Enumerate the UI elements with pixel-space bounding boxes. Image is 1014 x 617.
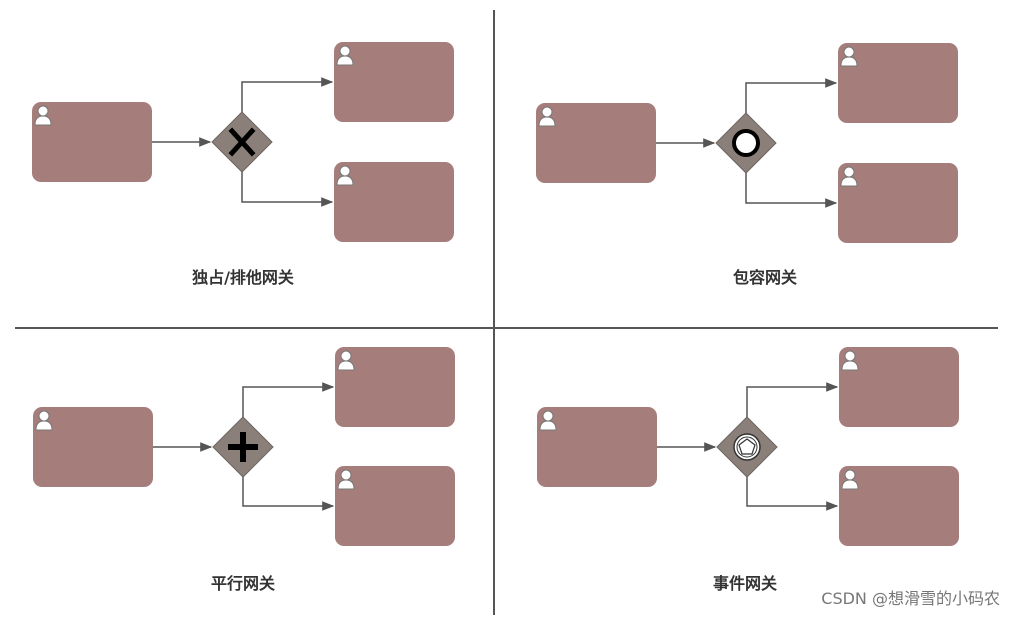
parallel-gateway-label: 平行网关 <box>210 574 276 593</box>
source-task[interactable] <box>537 407 657 487</box>
source-task[interactable] <box>33 407 153 487</box>
connector-arrow <box>241 172 334 207</box>
connector-arrow <box>745 173 838 208</box>
connector-arrow <box>242 477 335 511</box>
connector-arrow <box>242 382 335 417</box>
connector-arrow <box>745 78 838 113</box>
source-task[interactable] <box>536 103 656 183</box>
quadrant-exclusive-gateway <box>32 42 454 242</box>
connector-arrow <box>746 477 839 511</box>
target-task[interactable] <box>334 162 454 242</box>
connector-arrow <box>241 77 334 112</box>
inclusive-gateway-label: 包容网关 <box>732 268 798 287</box>
target-task[interactable] <box>335 347 455 427</box>
quadrant-event-gateway <box>537 347 959 546</box>
target-task[interactable] <box>839 466 959 546</box>
target-task[interactable] <box>335 466 455 546</box>
exclusive-gateway-label: 独占/排他网关 <box>192 268 294 287</box>
source-task[interactable] <box>32 102 152 182</box>
connector-arrow <box>746 382 839 417</box>
x-marker-icon <box>228 127 256 157</box>
circle-marker-icon <box>732 129 760 157</box>
target-task[interactable] <box>838 43 958 123</box>
quadrant-inclusive-gateway <box>536 43 958 243</box>
watermark-text: CSDN @想滑雪的小码农 <box>821 589 1000 608</box>
target-task[interactable] <box>334 42 454 122</box>
event-gateway-label: 事件网关 <box>712 574 778 593</box>
pentagon-event-icon <box>733 433 761 461</box>
target-task[interactable] <box>838 163 958 243</box>
quadrant-parallel-gateway <box>33 347 455 546</box>
target-task[interactable] <box>839 347 959 427</box>
plus-marker-icon <box>228 432 258 462</box>
